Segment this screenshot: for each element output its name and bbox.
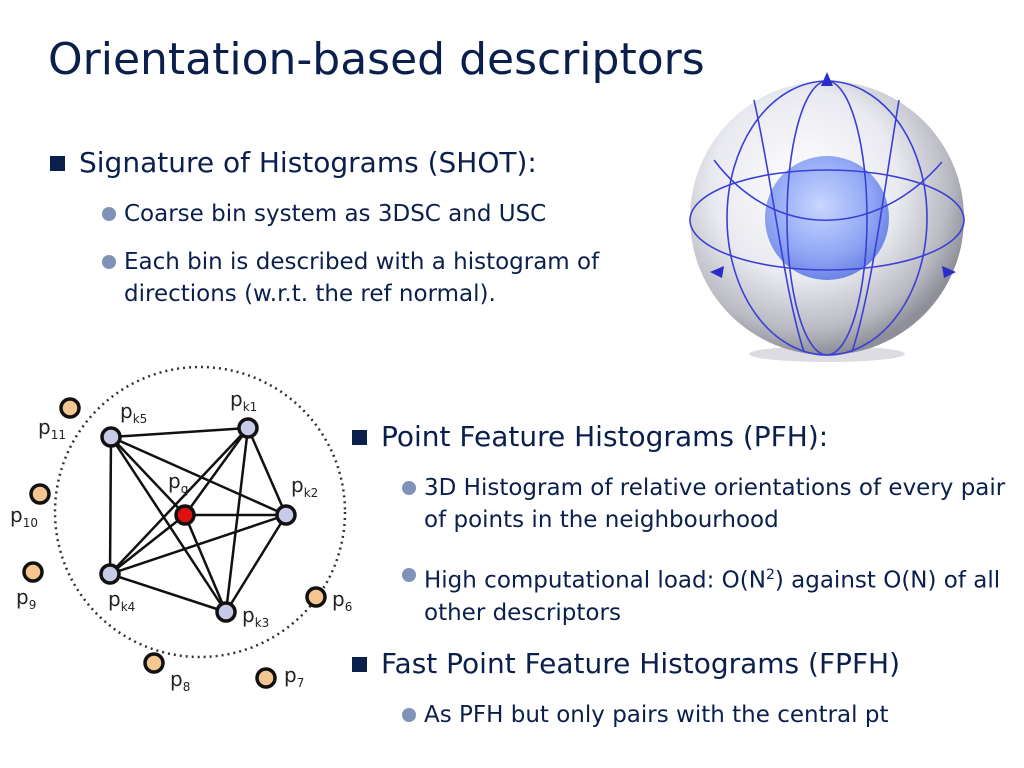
bullet-shot: Signature of Histograms (SHOT): <box>50 146 537 179</box>
query-point-label: pq <box>168 469 188 496</box>
query-point <box>174 504 196 526</box>
point-label: pk5 <box>120 399 147 426</box>
shot-subbullet-2: Each bin is described with a histogram o… <box>102 246 667 310</box>
point-label: p6 <box>332 587 352 614</box>
outer-point <box>59 397 81 419</box>
neighbor-point <box>275 504 297 526</box>
pfh-subbullet-1: 3D Histogram of relative orientations of… <box>402 472 1012 536</box>
neighbor-point <box>99 563 121 585</box>
shot-subbullet-1: Coarse bin system as 3DSC and USC <box>102 198 672 230</box>
bullet-fpfh: Fast Point Feature Histograms (FPFH) <box>352 647 900 680</box>
outer-point <box>305 586 327 608</box>
round-bullet-icon <box>102 255 116 269</box>
point-label: p9 <box>16 585 36 612</box>
pfh-neighbourhood-diagram: pk1 pk2 pk3 pk4 pk5 pq p6 p7 p8 p9 p10 p… <box>10 365 352 694</box>
square-bullet-icon <box>352 657 367 672</box>
inner-sphere <box>765 156 889 280</box>
square-bullet-icon <box>50 156 65 171</box>
axis-arrow-icons <box>710 72 956 278</box>
pair-edges <box>108 426 288 614</box>
point-label: pk4 <box>108 587 135 614</box>
neighbor-point <box>237 417 259 439</box>
round-bullet-icon <box>402 568 416 582</box>
round-bullet-icon <box>402 708 416 722</box>
shot-subbullet-text: Coarse bin system as 3DSC and USC <box>124 201 547 227</box>
point-label: p11 <box>38 415 66 442</box>
pfh-subbullet-2: High computational load: O(N2) against O… <box>402 559 1002 629</box>
point-label: pk1 <box>230 387 257 414</box>
outer-point <box>29 483 51 505</box>
shot-subbullet-text: Each bin is described with a histogram o… <box>124 249 600 307</box>
outer-point <box>22 561 44 583</box>
fpfh-subbullet-text: As PFH but only pairs with the central p… <box>424 702 889 728</box>
point-label: pk2 <box>291 473 318 500</box>
neighbor-point <box>215 601 237 623</box>
fpfh-subbullet-1: As PFH but only pairs with the central p… <box>402 699 1012 731</box>
fpfh-heading: Fast Point Feature Histograms (FPFH) <box>381 647 901 680</box>
outer-point <box>143 652 165 674</box>
square-bullet-icon <box>352 430 367 445</box>
bullet-pfh: Point Feature Histograms (PFH): <box>352 420 828 453</box>
point-label: p7 <box>284 663 304 690</box>
round-bullet-icon <box>402 481 416 495</box>
pfh-subbullet-text: High computational load: O(N2) against O… <box>424 567 1001 626</box>
neighbourhood-boundary <box>53 365 347 659</box>
sphere-illustration <box>689 72 965 362</box>
pfh-subbullet-text: 3D Histogram of relative orientations of… <box>424 475 1006 533</box>
slide-title: Orientation-based descriptors <box>48 34 705 85</box>
neighbor-point <box>100 426 122 448</box>
outer-point <box>255 667 277 689</box>
point-label: pk3 <box>242 603 269 630</box>
point-label: p10 <box>10 503 38 530</box>
pfh-heading: Point Feature Histograms (PFH): <box>381 420 829 453</box>
shot-heading: Signature of Histograms (SHOT): <box>79 146 537 179</box>
round-bullet-icon <box>102 207 116 221</box>
point-label: p8 <box>170 667 190 694</box>
